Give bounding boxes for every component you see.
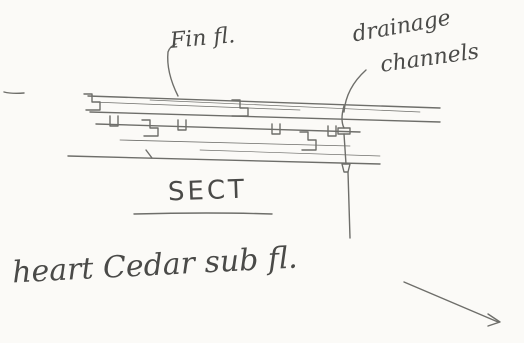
drainage-channel [337, 69, 367, 239]
section-underline [133, 212, 273, 215]
sub-floor-board [67, 123, 381, 165]
clip-details [83, 93, 337, 159]
stray-mark [3, 91, 25, 95]
arrow-leader [403, 281, 501, 327]
finish-floor-leader [167, 43, 179, 97]
section-title: SECT [167, 174, 248, 208]
finish-floor-board [87, 95, 441, 123]
